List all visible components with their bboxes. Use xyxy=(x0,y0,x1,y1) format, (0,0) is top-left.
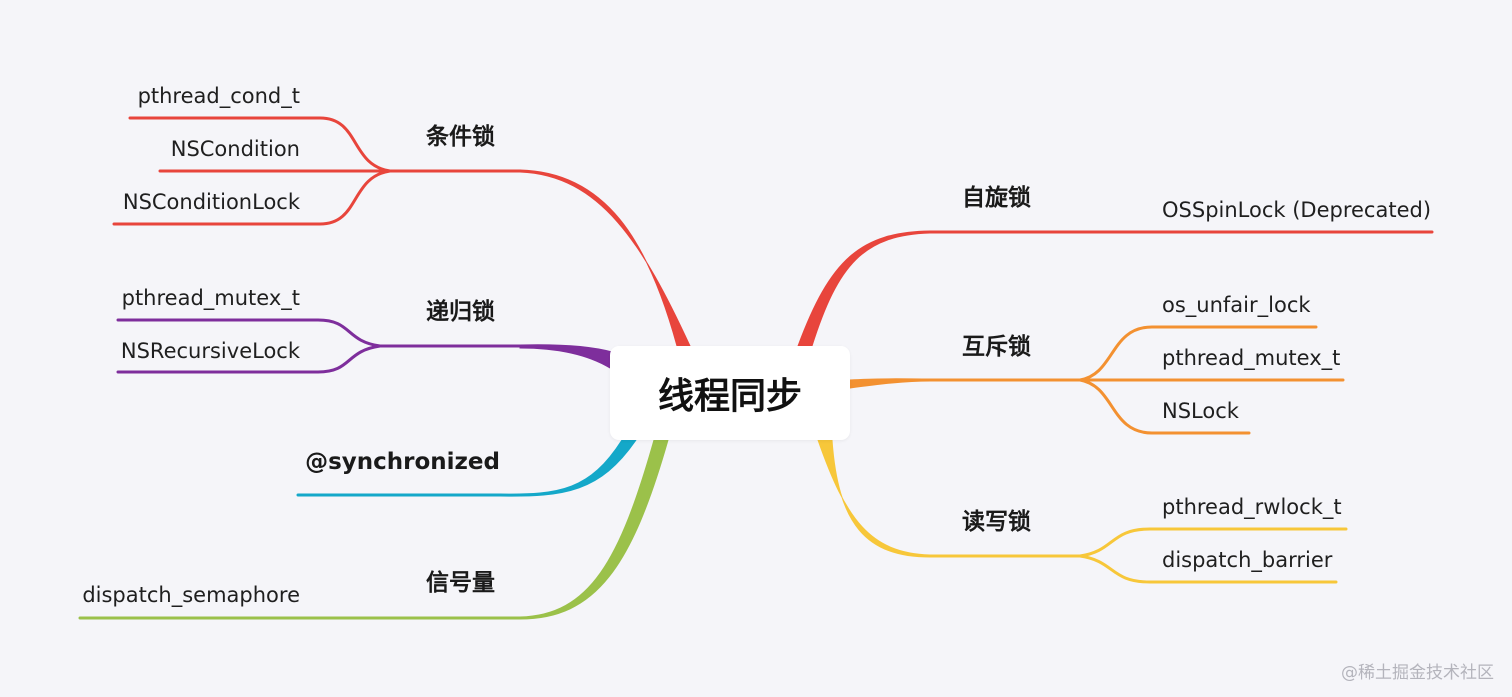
leaf-pthread-mutex-t-right: pthread_mutex_t xyxy=(1162,346,1341,370)
trunk-synchronized xyxy=(499,439,637,497)
leaf-nsrecursivelock: NSRecursiveLock xyxy=(120,339,300,363)
trunk-rw-lock xyxy=(817,439,931,558)
branch-label-spin-lock: 自旋锁 xyxy=(962,185,1031,211)
leaf-line-os-unfair-lock xyxy=(1078,325,1318,382)
trunk-mutex-lock xyxy=(849,378,931,389)
leaf-pthread-cond-t: pthread_cond_t xyxy=(137,84,300,108)
leaf-osspinlock: OSSpinLock (Deprecated) xyxy=(1162,198,1432,222)
leaf-line-nslock xyxy=(1078,378,1251,435)
leaf-line-pthread-rwlock xyxy=(1078,527,1348,558)
trunk-recursive-lock xyxy=(519,344,613,369)
leaf-line-nsrecursivelock xyxy=(116,344,382,374)
branch-label-recursive-lock: 递归锁 xyxy=(426,299,495,325)
leaf-nslock: NSLock xyxy=(1162,399,1239,423)
leaf-nscondition: NSCondition xyxy=(170,137,300,161)
center-node: 线程同步 xyxy=(610,346,850,440)
branch-label-rw-lock: 读写锁 xyxy=(962,509,1031,535)
branch-label-semaphore: 信号量 xyxy=(426,570,495,596)
branch-label-mutex-lock: 互斥锁 xyxy=(962,334,1031,360)
trunk-spin-lock xyxy=(797,230,931,347)
leaf-dispatch-semaphore: dispatch_semaphore xyxy=(82,583,300,607)
leaf-pthread-mutex-t-left: pthread_mutex_t xyxy=(121,286,300,310)
leaf-nsconditionlock: NSConditionLock xyxy=(122,190,300,214)
leaf-os-unfair-lock: os_unfair_lock xyxy=(1162,293,1311,317)
leaf-line-nsconditionlock xyxy=(112,169,392,226)
branch-label-condition-lock: 条件锁 xyxy=(426,124,495,150)
leaf-line-pthread-mutex-left xyxy=(116,318,382,348)
branch-label-synchronized: @synchronized xyxy=(305,449,500,475)
leaf-line-dispatch-barrier xyxy=(1078,554,1338,584)
leaf-line-pthread-cond xyxy=(128,116,392,173)
trunk-condition-lock xyxy=(519,169,691,347)
leaf-dispatch-barrier: dispatch_barrier xyxy=(1162,548,1333,572)
watermark: @稀土掘金技术社区 xyxy=(1341,663,1494,683)
trunk-semaphore xyxy=(519,439,669,620)
leaf-pthread-rwlock-t: pthread_rwlock_t xyxy=(1162,495,1342,519)
